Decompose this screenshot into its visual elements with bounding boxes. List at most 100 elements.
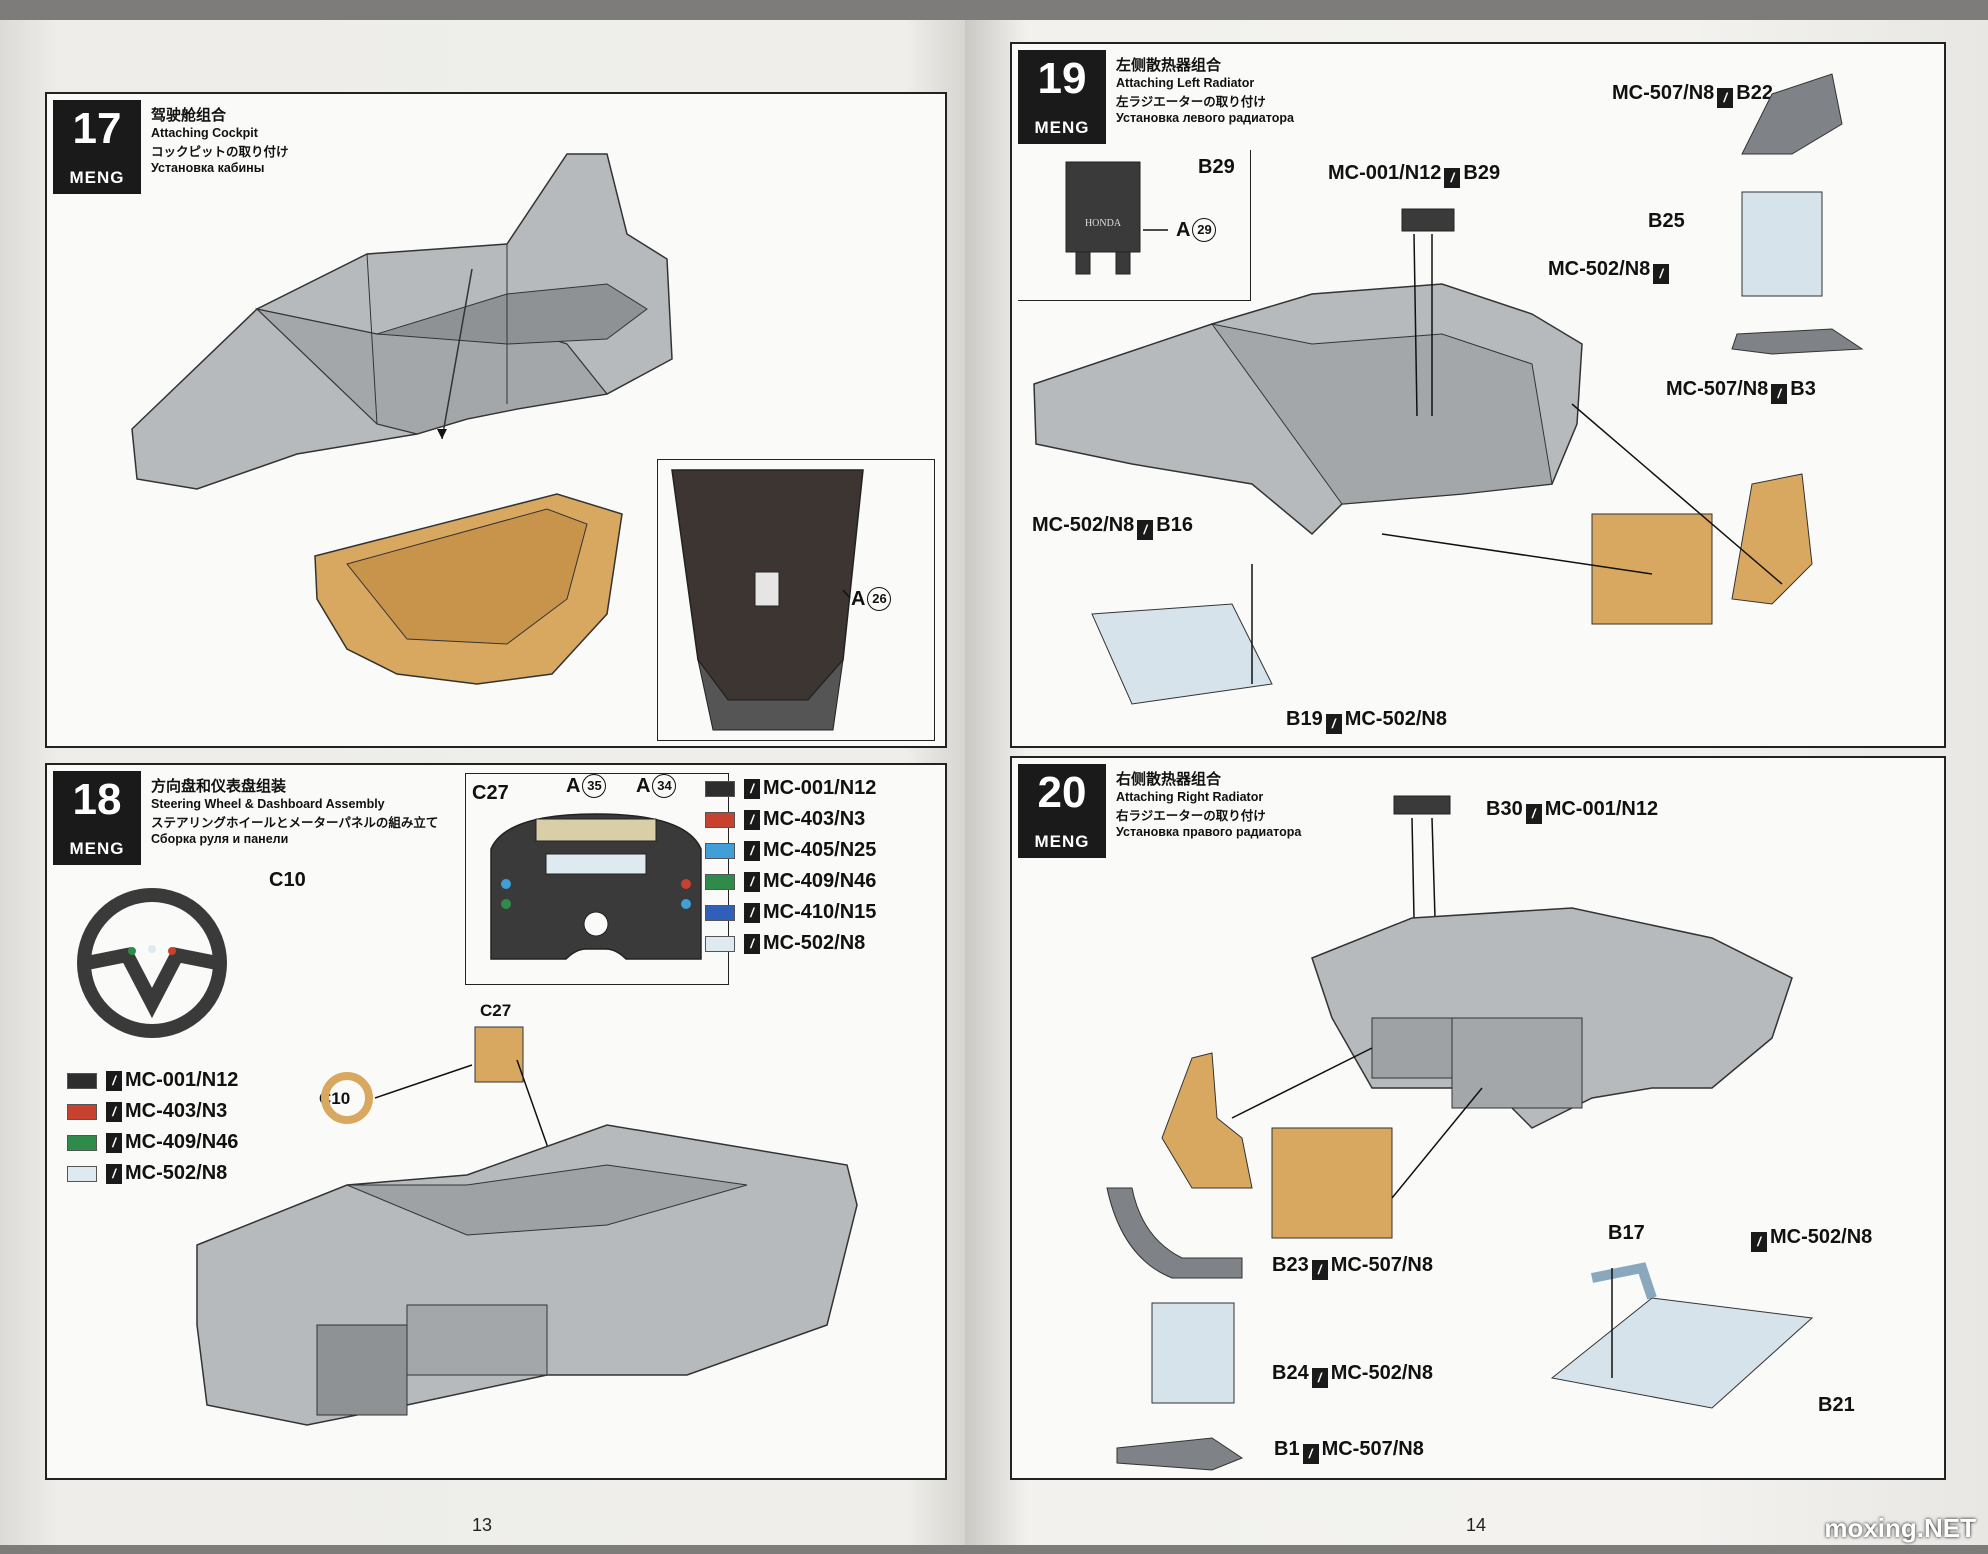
part-number-circle: 26 <box>867 587 892 611</box>
paint-code: MC-403/N3 <box>125 1100 228 1122</box>
brush-icon: / <box>744 871 760 892</box>
step-titles: 驾驶舱组合 Attaching Cockpit コックピットの取り付け Уста… <box>151 104 289 175</box>
brush-icon: / <box>1325 714 1342 734</box>
paint-code: MC-001/N12 <box>1544 798 1659 820</box>
part-code: B22 <box>1736 82 1773 104</box>
title-ja: 左ラジエーターの取り付け <box>1116 95 1266 109</box>
paint-row: /MC-001/N12 <box>67 1065 238 1096</box>
paint-row: /MC-502/N8 <box>67 1158 238 1189</box>
page-number-right: 14 <box>1466 1515 1487 1535</box>
brush-icon: / <box>106 1101 122 1122</box>
brush-icon: / <box>106 1163 122 1184</box>
dashboard-drawing <box>490 813 702 960</box>
title-ja: ステアリングホイールとメーターパネルの組み立て <box>151 816 439 830</box>
paint-row: /MC-409/N46 <box>705 866 876 897</box>
paint-code: MC-502/N8 <box>1548 258 1651 280</box>
color-swatch <box>67 1072 97 1089</box>
part-number-circle: 34 <box>652 774 677 798</box>
paint-code: MC-502/N8 <box>1770 1226 1873 1248</box>
paint-code: MC-502/N8 <box>125 1162 228 1184</box>
title-ja: 右ラジエーターの取り付け <box>1116 809 1266 823</box>
color-swatch <box>705 873 735 890</box>
title-ru: Установка левого радиатора <box>1116 111 1294 125</box>
paint-code: MC-502/N8 <box>1330 1362 1433 1384</box>
label-b29: B29 <box>1198 156 1235 178</box>
brush-icon: / <box>1311 1368 1328 1388</box>
meng-logo: MENG <box>69 839 125 858</box>
brush-icon: / <box>744 809 760 830</box>
title-zh: 左侧散热器组合 <box>1116 57 1222 74</box>
paint-code: MC-410/N15 <box>763 901 877 923</box>
paint-code: MC-502/N8 <box>1344 708 1447 730</box>
paint-legend-left: /MC-001/N12 /MC-403/N3 /MC-409/N46 /MC-5… <box>67 1065 238 1189</box>
label-c27-small: C27 <box>480 1001 512 1020</box>
meng-logo: MENG <box>1034 118 1090 137</box>
color-swatch <box>705 935 735 952</box>
brush-icon: / <box>744 902 760 923</box>
brush-icon: / <box>1137 520 1154 540</box>
label-c27: C27 <box>472 782 509 804</box>
label-mc507-b3: MC-507/N8/B3 <box>1666 378 1816 404</box>
part-code: B30 <box>1486 798 1523 820</box>
step-18-panel: 18 MENG 方向盘和仪表盘组装 Steering Wheel & Dashb… <box>45 763 947 1480</box>
paint-code: MC-507/N8 <box>1321 1438 1424 1460</box>
paint-code: MC-001/N12 <box>763 777 877 799</box>
step-number-badge: 20 MENG <box>1018 764 1106 858</box>
paint-row: /MC-502/N8 <box>705 928 876 959</box>
brush-icon: / <box>1311 1260 1328 1280</box>
brush-icon: / <box>1717 88 1734 108</box>
label-b24-mc502: B24/MC-502/N8 <box>1272 1362 1433 1388</box>
honda-logo-text: HONDA <box>1084 218 1122 229</box>
paint-code: MC-405/N25 <box>763 839 877 861</box>
label-mc502-b25: MC-502/N8/ <box>1548 258 1672 284</box>
title-en: Steering Wheel & Dashboard Assembly <box>151 797 385 811</box>
paint-code: MC-502/N8 <box>763 932 866 954</box>
meng-logo: MENG <box>1034 832 1090 851</box>
title-en: Attaching Cockpit <box>151 126 258 140</box>
paint-code: MC-403/N3 <box>763 808 866 830</box>
title-ru: Установка правого радиатора <box>1116 825 1302 839</box>
paint-code: MC-507/N8 <box>1666 378 1769 400</box>
paint-code: MC-001/N12 <box>1328 162 1442 184</box>
part-number-circle: 35 <box>582 774 607 798</box>
label-b1-mc507: B1/MC-507/N8 <box>1274 1438 1424 1464</box>
color-swatch <box>705 904 735 921</box>
brush-icon: / <box>1771 384 1788 404</box>
steering-wheel-drawing <box>77 888 227 1038</box>
paint-code: MC-507/N8 <box>1330 1254 1433 1276</box>
color-swatch <box>67 1165 97 1182</box>
page-number-left: 13 <box>472 1515 493 1535</box>
title-zh: 方向盘和仪表盘组装 <box>151 778 287 795</box>
label-b23-mc507: B23/MC-507/N8 <box>1272 1254 1433 1280</box>
meng-logo: MENG <box>69 168 125 187</box>
brush-icon: / <box>106 1132 122 1153</box>
cockpit-seat-drawing <box>314 493 623 685</box>
color-swatch <box>705 780 735 797</box>
step-titles: 右侧散热器组合 Attaching Right Radiator 右ラジエーター… <box>1116 768 1301 839</box>
step-number: 18 <box>72 775 122 824</box>
brush-icon: / <box>1444 168 1461 188</box>
title-zh: 右侧散热器组合 <box>1116 771 1222 788</box>
part-code: B3 <box>1790 378 1816 400</box>
part-code: B23 <box>1272 1254 1309 1276</box>
paint-row: /MC-405/N25 <box>705 835 876 866</box>
label-c10: C10 <box>269 869 306 891</box>
chassis-with-wheel-drawing <box>196 1026 858 1426</box>
step-17-panel: 17 MENG 驾驶舱组合 Attaching Cockpit コックピットの取… <box>45 92 947 748</box>
label-b30-mc001: B30/MC-001/N12 <box>1486 798 1658 824</box>
step-number-badge: 19 MENG <box>1018 50 1106 144</box>
step-titles: 方向盘和仪表盘组装 Steering Wheel & Dashboard Ass… <box>151 775 438 846</box>
title-en: Attaching Right Radiator <box>1116 790 1264 804</box>
part-code: B24 <box>1272 1362 1309 1384</box>
honda-plate-drawing <box>1065 161 1168 275</box>
step-19-panel: 19 MENG 左侧散热器组合 Attaching Left Radiator … <box>1010 42 1946 748</box>
brush-icon: / <box>1751 1232 1767 1252</box>
paint-row: /MC-410/N15 <box>705 897 876 928</box>
paint-legend-top: /MC-001/N12 /MC-403/N3 /MC-405/N25 /MC-4… <box>705 773 876 959</box>
step-number-badge: 17 MENG <box>53 100 141 194</box>
brush-icon: / <box>744 778 760 799</box>
